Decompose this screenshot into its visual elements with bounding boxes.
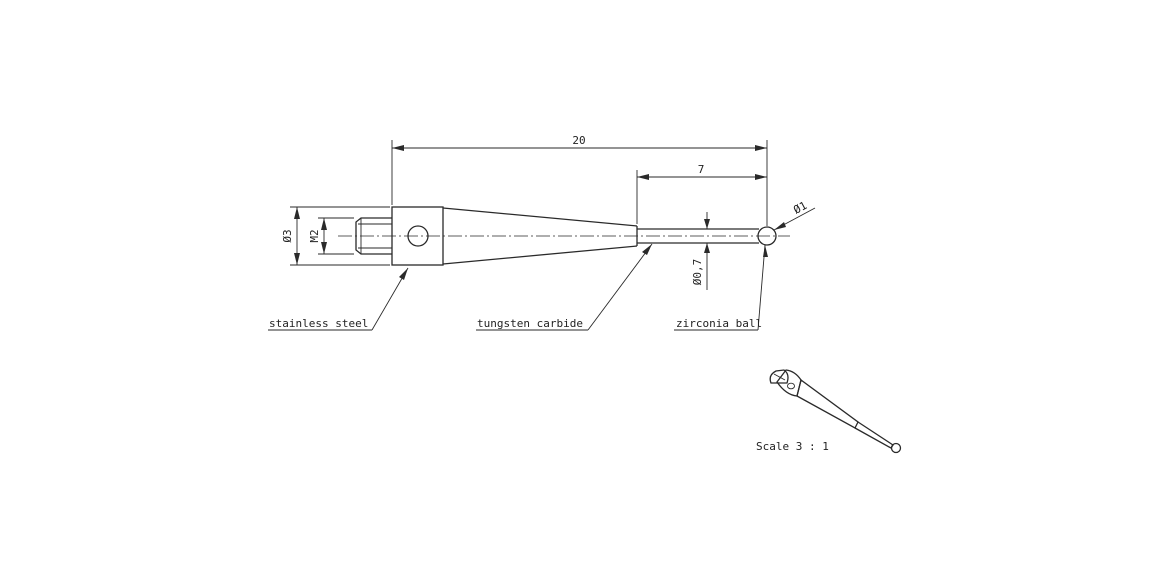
scale-label: Scale 3 : 1 xyxy=(756,440,829,453)
callout-stainless-steel: stainless steel xyxy=(268,267,409,331)
stem xyxy=(637,228,759,244)
callout-zirconia-ball: zirconia ball xyxy=(674,244,768,331)
dimension-stem-diameter: Ø0,7 xyxy=(691,212,710,290)
callout-tungsten-carbide: tungsten carbide xyxy=(476,243,653,331)
dimension-stem-length: 7 xyxy=(636,163,767,224)
material-stem-label: tungsten carbide xyxy=(477,317,583,330)
dimension-ball-diameter: Ø1 xyxy=(773,199,816,231)
dim-ball-label: Ø1 xyxy=(791,199,809,217)
material-tip-label: zirconia ball xyxy=(676,317,762,330)
material-body-label: stainless steel xyxy=(269,317,368,330)
dim-body-label: Ø3 xyxy=(281,229,294,242)
dim-stem-diameter-label: Ø0,7 xyxy=(691,259,704,286)
dimension-body-diameter: Ø3 xyxy=(281,206,390,266)
stylus-side-view xyxy=(338,206,790,266)
dim-stem-label: 7 xyxy=(698,163,705,176)
dim-thread-label: M2 xyxy=(308,229,321,242)
dimension-overall-length: 20 xyxy=(391,134,768,226)
dimension-thread: M2 xyxy=(308,217,354,255)
isometric-view xyxy=(769,369,902,454)
tapered-section xyxy=(442,207,638,265)
dim-overall-label: 20 xyxy=(572,134,585,147)
